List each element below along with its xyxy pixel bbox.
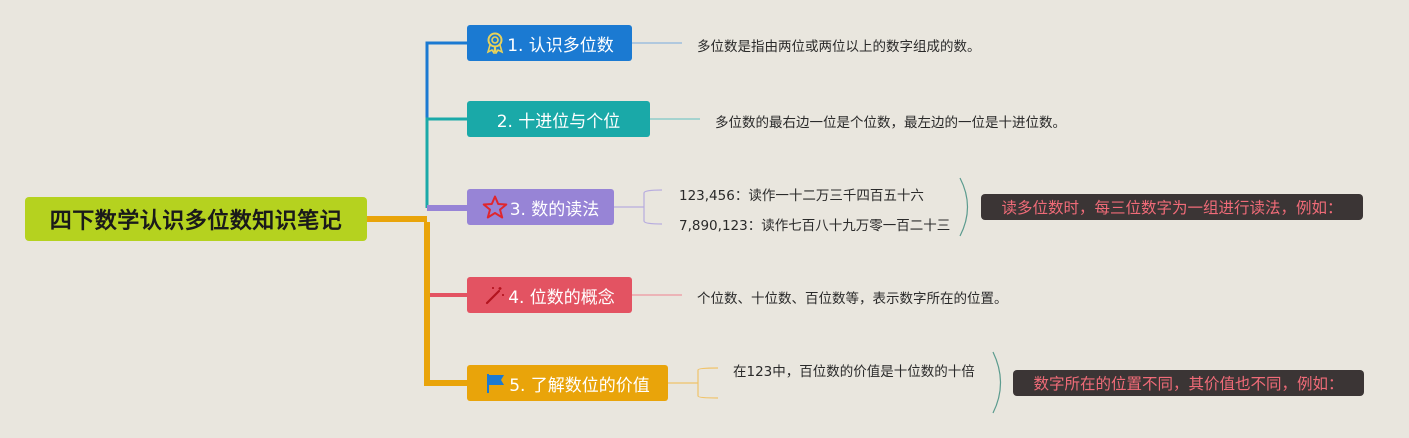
branch-4-note: 个位数、十位数、百位数等，表示数字所在的位置。 bbox=[697, 291, 1008, 307]
branch-3-topic[interactable]: 3. 数的读法 bbox=[467, 189, 614, 225]
branch-4-topic[interactable]: 4. 位数的概念 bbox=[467, 277, 632, 313]
branch-1-note: 多位数是指由两位或两位以上的数字组成的数。 bbox=[697, 39, 981, 55]
branch-4-label: 4. 位数的概念 bbox=[508, 287, 615, 308]
branch-2-topic[interactable]: 2. 十进位与个位 bbox=[467, 101, 650, 137]
magic-wand-icon bbox=[484, 285, 506, 305]
branch-5-note: 在123中，百位数的价值是十位数的十倍 bbox=[733, 364, 975, 380]
root-topic[interactable]: 四下数学认识多位数知识笔记 bbox=[25, 197, 367, 241]
branch-3-callout-text: 读多位数时，每三位数字为一组进行读法，例如： bbox=[1001, 199, 1343, 217]
branch-3-label: 3. 数的读法 bbox=[509, 199, 600, 220]
flag-icon bbox=[485, 372, 507, 394]
branch-1-label: 1. 认识多位数 bbox=[507, 35, 614, 56]
root-title: 四下数学认识多位数知识笔记 bbox=[49, 209, 343, 234]
branch-1-topic[interactable]: 1. 认识多位数 bbox=[467, 25, 632, 61]
branch-5-callout[interactable]: 数字所在的位置不同，其价值也不同，例如： bbox=[1013, 370, 1364, 396]
branch-5-topic[interactable]: 5. 了解数位的价值 bbox=[467, 365, 668, 401]
star-icon bbox=[482, 195, 508, 219]
branch-5-callout-text: 数字所在的位置不同，其价值也不同，例如： bbox=[1033, 375, 1344, 393]
branch-3-callout[interactable]: 读多位数时，每三位数字为一组进行读法，例如： bbox=[981, 194, 1363, 220]
branch-2-label: 2. 十进位与个位 bbox=[496, 111, 621, 132]
branch-2-note: 多位数的最右边一位是个位数，最左边的一位是十进位数。 bbox=[715, 115, 1066, 131]
branch-3-note-2: 7,890,123：读作七百八十九万零一百二十三 bbox=[679, 218, 951, 234]
branch-5-label: 5. 了解数位的价值 bbox=[509, 375, 650, 396]
award-ribbon-icon bbox=[485, 32, 505, 54]
branch-3-note-1: 123,456：读作一十二万三千四百五十六 bbox=[679, 188, 924, 204]
